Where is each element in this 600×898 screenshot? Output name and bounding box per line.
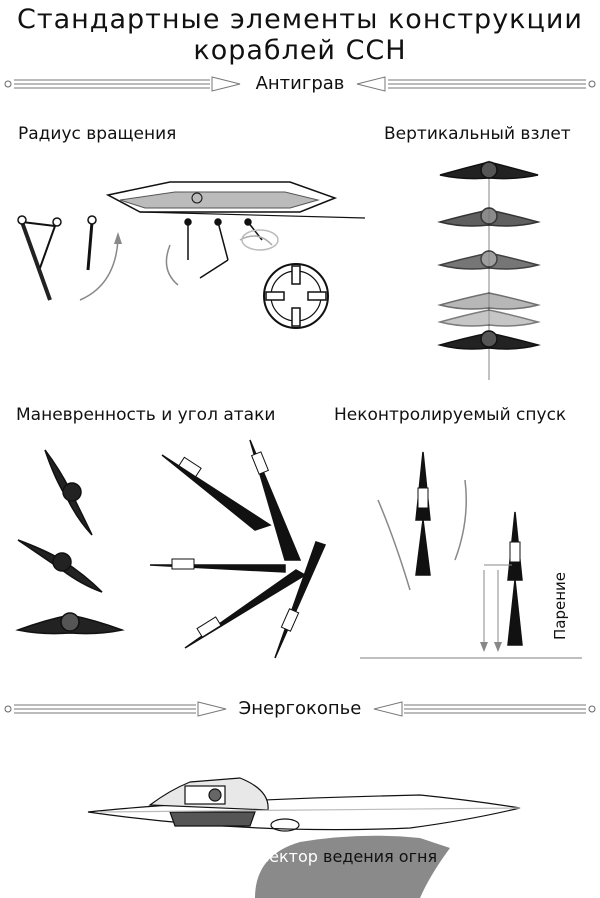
title-line-2: кораблей ССН — [193, 35, 407, 66]
label-uncontrolled-descent: Неконтролируемый спуск — [334, 405, 567, 425]
section-title-energokopye: Энергокопье — [232, 698, 368, 719]
fire-sector-word-2: ведения огня — [317, 847, 438, 866]
vertical-takeoff-illustration — [437, 160, 541, 380]
title-line-1: Стандартные элементы конструкции — [17, 4, 583, 35]
maneuverability-illustration — [15, 439, 327, 659]
uncontrolled-descent-illustration — [360, 451, 582, 659]
label-fire-sector: Сектор ведения огня — [258, 847, 437, 867]
fire-sector-word-1: Сектор — [258, 847, 318, 866]
page-title: Стандартные элементы конструкции корабле… — [0, 4, 600, 66]
section-title-antigrav: Антиграв — [249, 73, 351, 94]
label-maneuverability: Маневренность и угол атаки — [16, 405, 276, 425]
energy-lance-illustration — [87, 777, 521, 898]
divider-lines-2 — [4, 701, 596, 717]
antigrav-rotation-illustration — [17, 181, 366, 329]
section-divider-antigrav: Антиграв — [0, 72, 600, 96]
section-divider-energokopye: Энергокопье — [0, 697, 600, 721]
label-vertical-takeoff: Вертикальный взлет — [384, 124, 571, 144]
divider-lines — [4, 76, 596, 92]
label-rotation-radius: Радиус вращения — [18, 124, 177, 144]
